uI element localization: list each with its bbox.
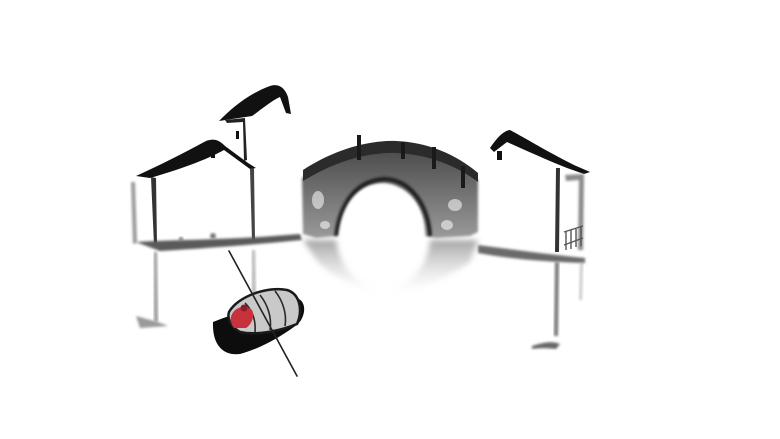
- right-house: [478, 130, 590, 263]
- left-upper-wall: [225, 118, 247, 161]
- right-house-wall-right: [555, 168, 560, 252]
- arched-bridge: [302, 135, 478, 238]
- left-lower-wall-right: [250, 168, 255, 240]
- bridge-railing-posts: [357, 135, 465, 188]
- left-lower-roof: [136, 139, 256, 178]
- left-upper-roof: [219, 85, 291, 121]
- bridge-reflection: [303, 240, 478, 292]
- left-houses-waterline: [136, 234, 302, 251]
- boatman-red-figure: [230, 306, 254, 328]
- left-lower-wall-left: [151, 177, 157, 245]
- sampan-boat: [212, 250, 305, 377]
- bridge-body: [302, 147, 478, 238]
- right-fence: [563, 225, 584, 250]
- bridge-arch-rim: [334, 176, 432, 237]
- right-house-waterline: [478, 245, 585, 263]
- boat-pole: [228, 250, 298, 377]
- right-house-window: [497, 151, 502, 160]
- left-houses: [131, 85, 302, 251]
- right-house-roof: [490, 130, 590, 174]
- water-reflections: [136, 240, 583, 349]
